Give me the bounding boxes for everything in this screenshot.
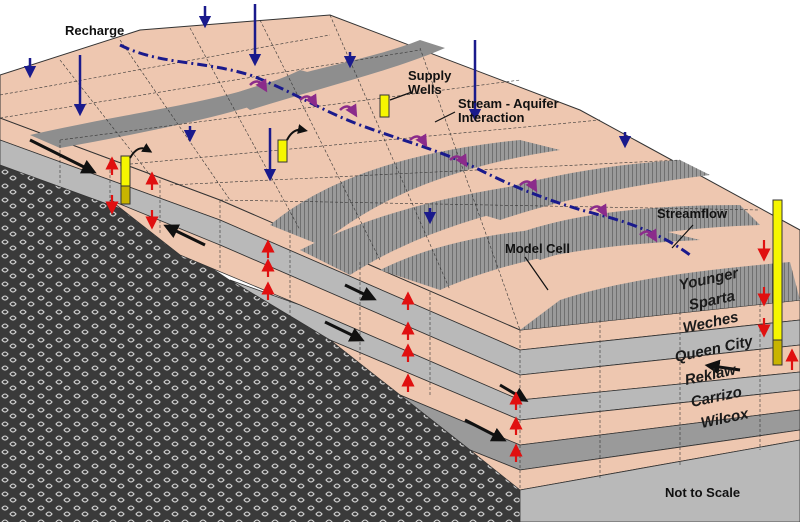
well-screen xyxy=(120,185,131,205)
vertical-flow-arrows xyxy=(105,156,799,462)
label-stream-aquifer-1: Stream - Aquifer xyxy=(458,96,559,111)
label-stream-aquifer-2: Interaction xyxy=(458,110,525,125)
label-supply-wells-1: Supply xyxy=(408,68,452,83)
label-not-to-scale: Not to Scale xyxy=(665,485,740,500)
outcrop-bands xyxy=(30,40,800,330)
basement-wilcox-region xyxy=(0,165,520,522)
label-supply-wells-2: Wells xyxy=(408,82,442,97)
well-casing xyxy=(379,94,390,118)
label-streamflow: Streamflow xyxy=(657,206,728,221)
stream xyxy=(119,43,691,257)
label-recharge: Recharge xyxy=(65,23,124,38)
well-casing xyxy=(277,139,288,163)
stream-aquifer-arrows xyxy=(249,78,658,243)
label-model-cell: Model Cell xyxy=(505,241,570,256)
well-screen xyxy=(772,339,783,366)
model-grid xyxy=(0,14,761,331)
recharge-arrows xyxy=(23,4,632,225)
front-cross-section xyxy=(0,117,800,523)
leader-lines xyxy=(389,91,694,291)
supply-wells xyxy=(120,94,783,366)
